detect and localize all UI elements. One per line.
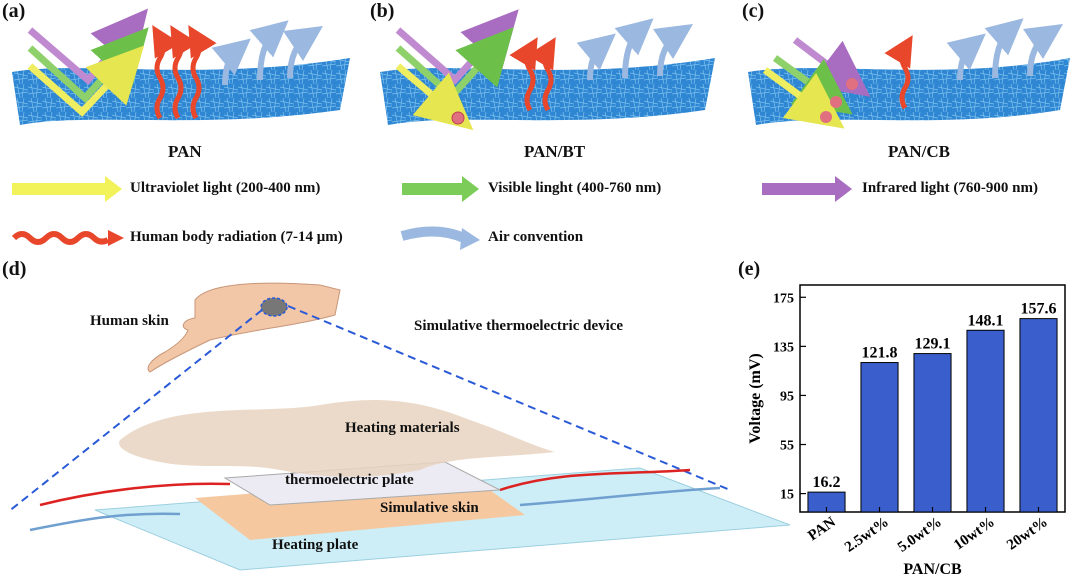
panel-letter-d: (d): [2, 258, 27, 280]
panel-letter-c: (c): [742, 0, 765, 22]
y-tick-label: 15: [780, 488, 794, 503]
body-radiation-c: [884, 35, 913, 110]
label-heating-plate: Heating plate: [272, 537, 359, 553]
wires: [29, 468, 721, 532]
body-radiation-b: [509, 37, 556, 112]
legend-arrow-body-radiation: [11, 230, 124, 246]
legend-body-radiation: Human body radiation (7-14 μm): [130, 229, 343, 245]
y-axis-label: Voltage (mV): [747, 353, 764, 444]
reflection-arrows-b: [395, 9, 519, 131]
x-tick-label: 20wt%: [1004, 514, 1051, 553]
heating-materials-layer: [119, 400, 556, 477]
legend-uv: Ultraviolet light (200-400 nm): [130, 180, 321, 196]
label-simulative-skin: Simulative skin: [380, 500, 479, 516]
label-human-skin: Human skin: [90, 313, 169, 329]
bar: [966, 329, 1005, 513]
bar-value-label: 148.1: [968, 312, 1004, 329]
bar-value-label: 129.1: [915, 336, 951, 353]
label-device-title: Simulative thermoelectric device: [414, 318, 624, 334]
legend-arrow-uv: [12, 176, 122, 202]
air-convection-c: [946, 18, 1063, 81]
finger-illustration: [147, 282, 341, 373]
projection-lines: [7, 305, 731, 513]
bar: [913, 353, 952, 513]
label-pan-cb: PAN/CB: [888, 142, 951, 161]
x-tick-label: 10wt%: [951, 514, 998, 553]
panel-letter-e: (e): [738, 258, 761, 280]
label-pan: PAN: [168, 142, 202, 161]
label-thermoelectric-plate: thermoelectric plate: [285, 472, 414, 488]
legend-arrow-infrared: [762, 176, 852, 202]
label-heating-materials: Heating materials: [345, 420, 460, 436]
y-tick-label: 175: [773, 291, 794, 306]
bar-value-label: 157.6: [1021, 301, 1057, 318]
x-tick-label: 2.5wt%: [842, 514, 892, 556]
bar-value-label: 16.2: [813, 474, 841, 491]
y-tick-label: 95: [780, 389, 794, 404]
air-convection-a: [211, 20, 323, 86]
legend-arrow-air: [400, 226, 480, 250]
reflection-arrows-a: [27, 8, 149, 117]
legend-infrared: Infrared light (760-900 nm): [862, 180, 1038, 196]
panel-letter-a: (a): [2, 0, 26, 22]
x-axis-label: PAN/CB: [903, 561, 962, 578]
legend-visible: Visible linght (400-760 nm): [488, 180, 662, 196]
x-tick-label: 5.0wt%: [895, 514, 945, 556]
body-radiation-a: [152, 25, 217, 120]
y-tick-label: 55: [780, 439, 794, 454]
legend-arrow-visible: [402, 176, 479, 202]
bar: [1019, 318, 1058, 513]
legend-air: Air convention: [488, 229, 584, 245]
y-tick-label: 135: [773, 340, 794, 355]
bar-value-label: 121.8: [862, 345, 898, 362]
panel-letter-b: (b): [370, 0, 395, 22]
bar: [860, 362, 899, 513]
absorption-arrows-c: [762, 37, 871, 129]
air-convection-b: [576, 18, 693, 81]
x-tick-label: PAN: [805, 514, 839, 544]
label-pan-bt: PAN/BT: [524, 142, 586, 161]
